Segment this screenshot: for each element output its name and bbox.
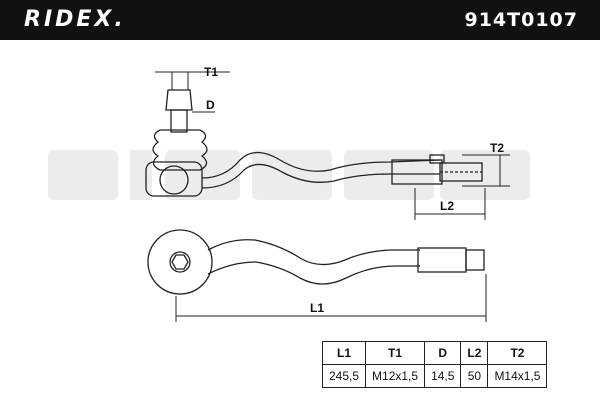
top-view (145, 89, 483, 197)
spec-header-l2: L2 (460, 341, 489, 365)
bottom-dimensions (175, 274, 487, 322)
bottom-view (147, 229, 485, 295)
brand-logo: RIDEX. (24, 7, 126, 32)
dim-label-t1: T1 (204, 65, 218, 79)
spec-header-t2: T2 (487, 341, 548, 365)
spec-value-l1: 245,5 (321, 364, 367, 388)
technical-drawing: T1 D T2 L2 L1 (48, 65, 530, 322)
header-bar: RIDEX. 914T0107 (0, 0, 600, 40)
dim-label-d: D (206, 98, 215, 112)
spec-table: L1 T1 D L2 T2 245,5 M12x1,5 14,5 50 M14x… (321, 341, 548, 388)
spec-header-l1: L1 (321, 341, 367, 365)
top-dimensions (155, 71, 510, 220)
dim-label-l1: L1 (310, 301, 324, 315)
spec-value-t1: M12x1,5 (365, 364, 426, 388)
part-number: 914T0107 (464, 9, 578, 31)
spec-header-t1: T1 (365, 341, 426, 365)
spec-value-row: 245,5 M12x1,5 14,5 50 M14x1,5 (321, 364, 548, 388)
spec-value-d: 14,5 (424, 364, 462, 388)
spec-header-row: L1 T1 D L2 T2 (321, 341, 548, 365)
dim-label-t2: T2 (490, 141, 504, 155)
spec-value-t2: M14x1,5 (487, 364, 548, 388)
dim-label-l2: L2 (440, 199, 454, 213)
spec-value-l2: 50 (460, 364, 489, 388)
spec-header-d: D (424, 341, 462, 365)
